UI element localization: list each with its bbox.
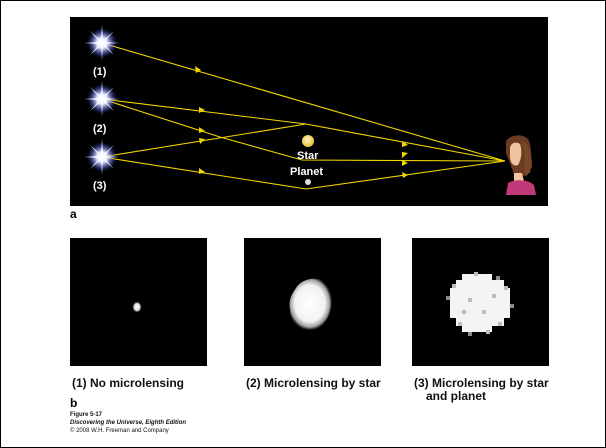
lens-star bbox=[302, 135, 314, 147]
caption-3-line2: and planet bbox=[426, 389, 487, 403]
point-source bbox=[132, 301, 142, 313]
arrowhead bbox=[402, 172, 408, 178]
arrowhead bbox=[199, 168, 205, 174]
caption-1: (1) No microlensing bbox=[72, 377, 184, 390]
arrowhead bbox=[199, 127, 205, 133]
ray-2b bbox=[101, 98, 506, 162]
diagram-svg: (1) (2) (3) Star Planet bbox=[84, 25, 536, 195]
panel-a-label: a bbox=[70, 207, 77, 221]
ray-3b bbox=[101, 156, 506, 190]
ray-arrowheads bbox=[195, 66, 408, 178]
arrowhead bbox=[199, 138, 205, 144]
source-label-1: (1) bbox=[93, 66, 107, 78]
brightened-source bbox=[289, 278, 332, 330]
arrowhead bbox=[402, 152, 408, 158]
arrowhead bbox=[195, 66, 201, 73]
book-title: Discovering the Universe, Eighth Edition bbox=[70, 420, 187, 426]
image-microlensing-star-planet bbox=[412, 238, 549, 366]
image-microlensing-star-svg bbox=[289, 278, 332, 330]
light-rays bbox=[101, 42, 506, 190]
caption-1-line1: (1) No microlensing bbox=[72, 376, 185, 390]
observer-icon bbox=[506, 135, 536, 195]
source-label-2: (2) bbox=[93, 123, 107, 135]
panel-b-label: b bbox=[70, 396, 78, 410]
ray-1 bbox=[101, 42, 506, 162]
arrowhead bbox=[199, 107, 205, 113]
planet bbox=[305, 179, 311, 185]
source-star-2 bbox=[84, 81, 120, 117]
source-star-1 bbox=[84, 25, 120, 61]
star-label: Star bbox=[297, 150, 319, 162]
pixelated-source bbox=[450, 274, 510, 332]
source-star-3 bbox=[84, 139, 120, 175]
pixel-noise bbox=[452, 272, 508, 334]
copyright: © 2008 W.H. Freeman and Company bbox=[70, 428, 169, 434]
image-no-microlensing-svg bbox=[132, 301, 142, 313]
microlensing-diagram: (1) (2) (3) Star Planet bbox=[70, 17, 548, 206]
caption-3-line1: (3) Microlensing by star bbox=[414, 376, 549, 390]
arrowhead bbox=[402, 141, 408, 147]
source-label-3: (3) bbox=[93, 180, 107, 192]
caption-2-line1: (2) Microlensing by star bbox=[246, 376, 381, 390]
ray-3a bbox=[101, 123, 307, 158]
figure-number: Figure 5-17 bbox=[70, 412, 103, 418]
planet-label: Planet bbox=[290, 166, 323, 178]
caption-2: (2) Microlensing by star bbox=[246, 377, 381, 390]
image-microlensing-star bbox=[244, 238, 381, 366]
arrowhead bbox=[402, 160, 408, 166]
image-microlensing-star-planet-svg bbox=[446, 272, 514, 336]
image-no-microlensing bbox=[70, 238, 207, 366]
caption-3: (3) Microlensing by star and planet bbox=[414, 377, 549, 403]
pixel-edge bbox=[446, 276, 514, 336]
